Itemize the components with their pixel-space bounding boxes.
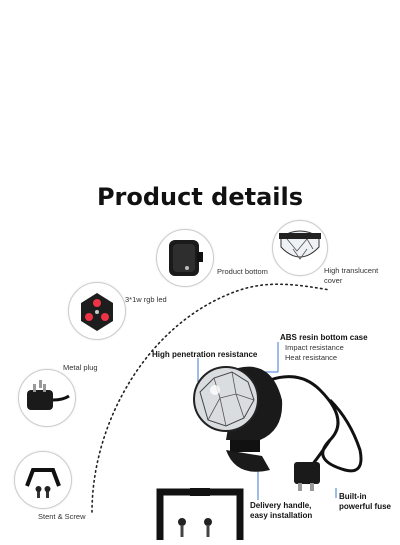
- page-title: Product details: [96, 183, 304, 211]
- rgb-led-image: [68, 282, 126, 340]
- led-board-icon: [81, 293, 113, 331]
- rgb-led-label: 3*1w rgb led: [125, 295, 167, 304]
- translucent-cover-image: [272, 220, 328, 276]
- easy-installation-label: easy installation: [250, 511, 313, 520]
- metal-plug-image: [18, 369, 76, 427]
- delivery-handle-label: Delivery handle,: [250, 501, 312, 510]
- fuse-label-1: Built-in: [339, 492, 367, 501]
- fuse-label-2: powerful fuse: [339, 502, 392, 511]
- impact-resistance-label: Impact resistance: [285, 343, 344, 352]
- heat-resistance-label: Heat resistance: [285, 353, 338, 362]
- crystal-dome-icon: [279, 230, 321, 260]
- translucent-label-2: cover: [324, 276, 343, 285]
- stent-screw-image: [14, 451, 72, 509]
- metal-plug-label: Metal plug: [63, 363, 98, 372]
- translucent-label-1: High translucent: [324, 266, 379, 275]
- product-bottom-icon: [169, 240, 203, 276]
- stent-screw-label: Stent & Screw: [38, 512, 86, 521]
- product-bottom-image: [156, 229, 214, 287]
- product-bottom-label: Product bottom: [217, 267, 268, 276]
- penetration-label: High penetration resistance: [152, 350, 258, 359]
- plug-icon: [27, 380, 70, 410]
- abs-case-label: ABS resin bottom case: [280, 333, 368, 342]
- bracket-icon: [25, 468, 61, 498]
